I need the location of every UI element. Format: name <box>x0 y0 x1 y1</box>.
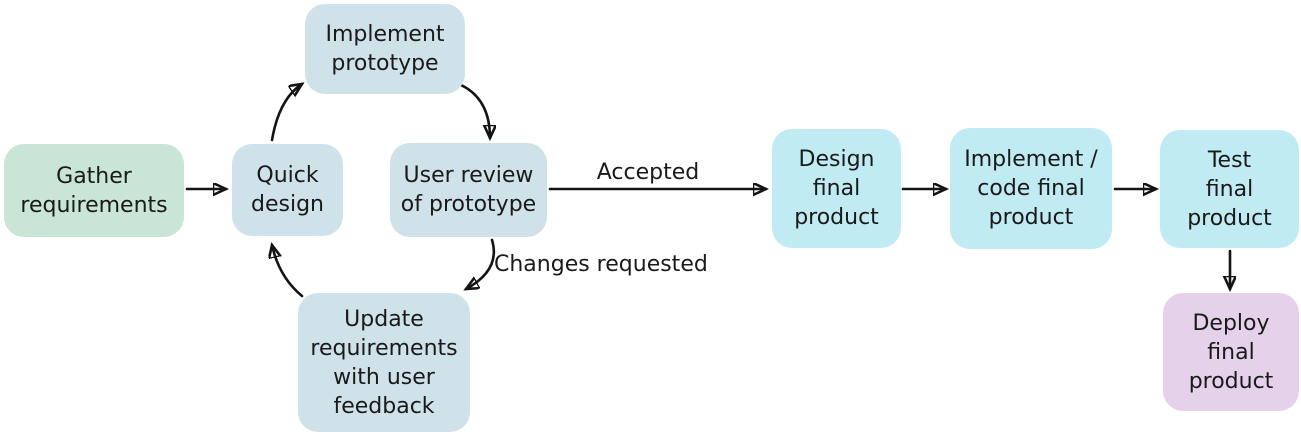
node-quick-design: Quick design <box>232 144 343 236</box>
node-update-requirements: Update requirements with user feedback <box>298 293 470 432</box>
arrow-quick-to-implement <box>270 84 302 142</box>
edge-label-changes-requested: Changes requested <box>494 252 708 277</box>
arrow-update-to-quick <box>272 245 304 298</box>
arrow-review-to-update <box>466 238 496 289</box>
arrow-implement-to-review <box>459 83 490 138</box>
edge-label-accepted: Accepted <box>596 160 700 185</box>
node-design-final-product: Design final product <box>772 129 901 248</box>
node-user-review-prototype: User review of prototype <box>390 143 547 237</box>
node-deploy-final-product: Deploy final product <box>1163 293 1299 411</box>
node-gather-requirements: Gather requirements <box>4 144 184 237</box>
node-implement-code-final: Implement / code final product <box>950 128 1112 249</box>
node-implement-prototype: Implement prototype <box>305 4 465 94</box>
node-test-final-product: Test final product <box>1160 130 1299 248</box>
